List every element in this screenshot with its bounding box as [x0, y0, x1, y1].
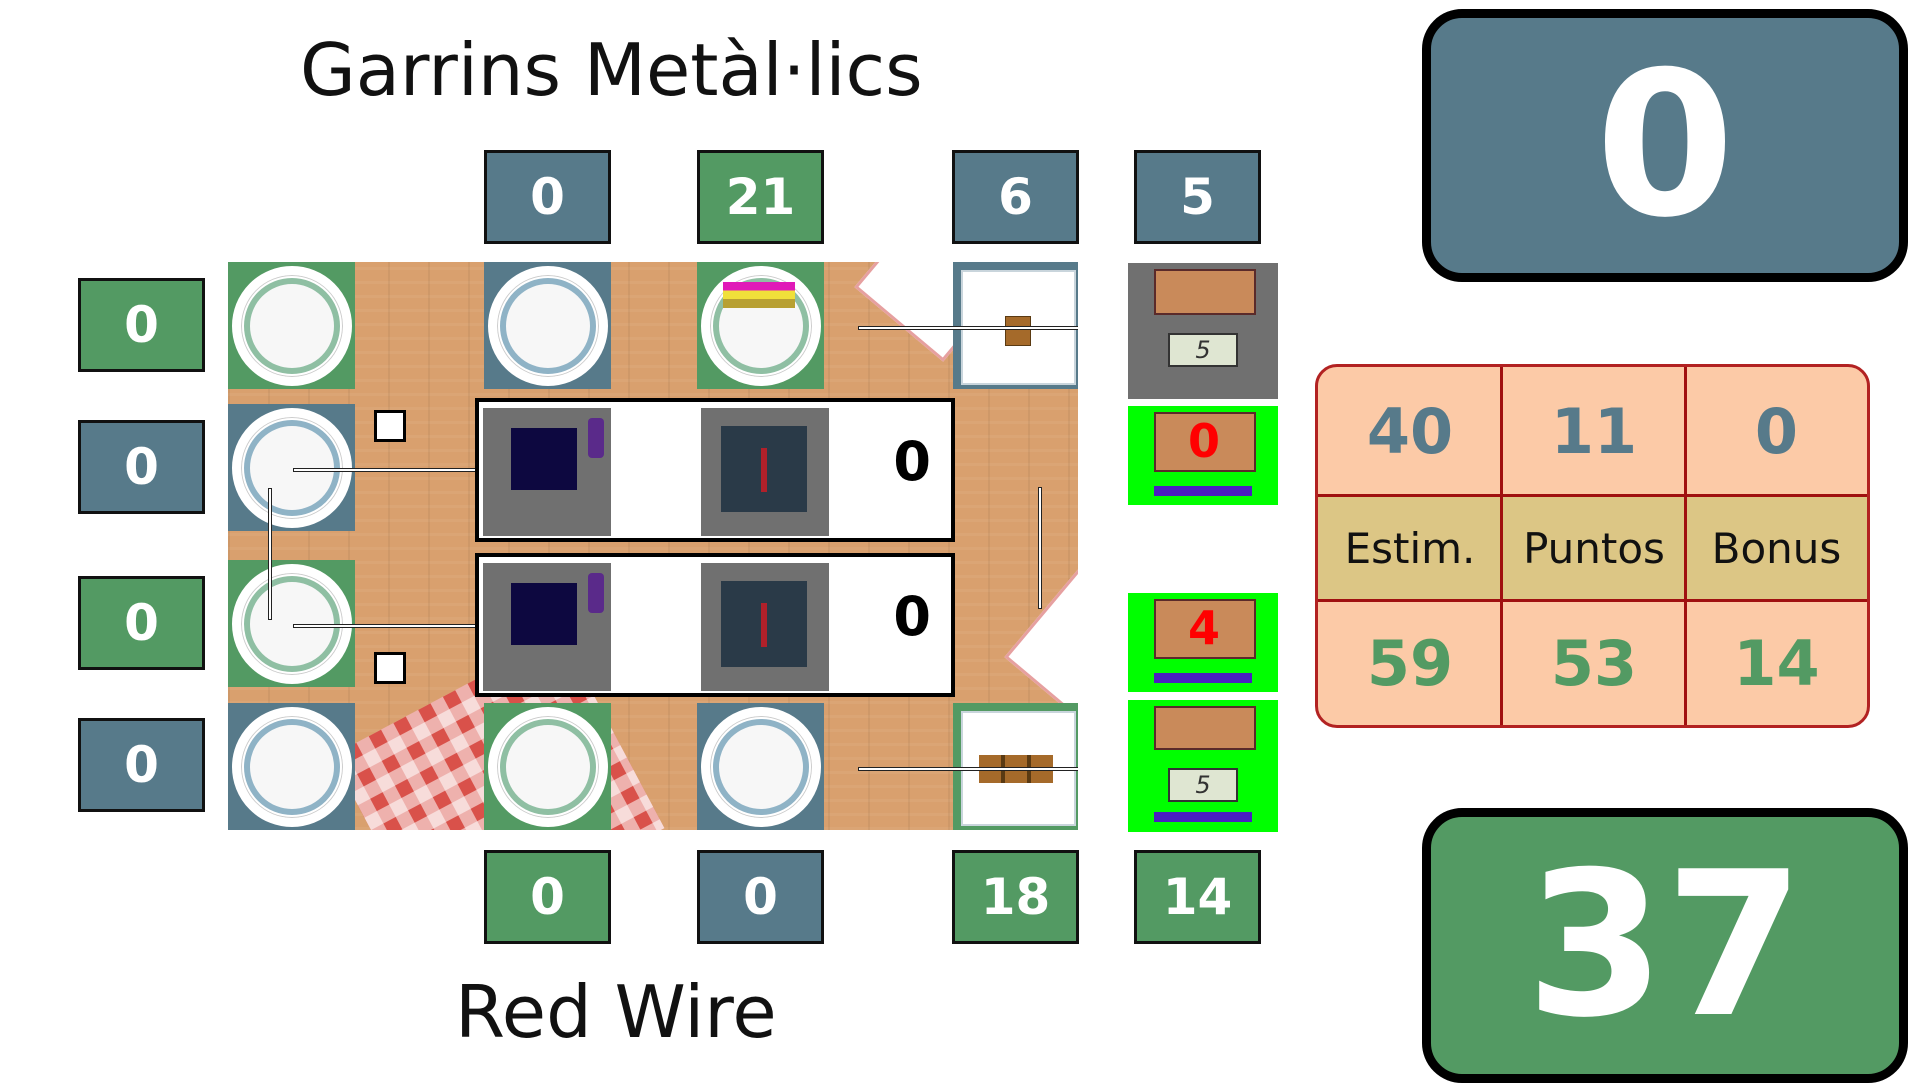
wire [293, 468, 480, 472]
table-divider [1684, 367, 1687, 725]
wire [1038, 487, 1042, 609]
basket-icon [1154, 412, 1256, 472]
table-bottom-puntos: 53 [1550, 626, 1638, 700]
table-divider [1318, 599, 1867, 602]
cake-plate-tile [697, 262, 824, 389]
top-total-score: 0 [1422, 9, 1908, 282]
top-score-col-4: 5 [1134, 150, 1261, 244]
plate-tile [484, 703, 611, 830]
plate [231, 706, 352, 827]
scale-lower-tile: 4 [1128, 593, 1278, 692]
scale-upper-value: 0 [1188, 414, 1221, 468]
wire [293, 624, 480, 628]
plate-tile [228, 703, 355, 830]
top-score-col-3: 6 [952, 150, 1079, 244]
top-score-col-2: 21 [697, 150, 824, 244]
plate-tile [228, 560, 355, 687]
scale-lower-value: 4 [1188, 601, 1221, 655]
wire [858, 767, 1078, 771]
table-bottom-bonus: 14 [1733, 626, 1820, 700]
score-table: 40 11 0 Estim. Puntos Bonus 59 53 14 [1315, 364, 1870, 728]
robot-opponent-icon [701, 408, 829, 536]
aruco-marker-icon [374, 652, 406, 684]
top-score-col-1: 0 [484, 150, 611, 244]
plate-tile [228, 404, 355, 531]
bottom-total-score: 37 [1422, 808, 1908, 1083]
plate-tile [228, 262, 355, 389]
left-score-row-3: 0 [78, 576, 205, 670]
plate [700, 706, 821, 827]
scale-bottom-display: 5 [1168, 768, 1238, 802]
table-top-puntos: 11 [1550, 395, 1638, 468]
left-score-row-4: 0 [78, 718, 205, 812]
wire [268, 488, 272, 620]
left-score-row-2: 0 [78, 420, 205, 514]
table-top-estim: 40 [1366, 395, 1454, 468]
table-label-estim: Estim. [1318, 496, 1502, 601]
plate [487, 265, 608, 386]
robot-icon [483, 563, 611, 691]
game-board [228, 262, 1078, 830]
scale-top-tile: 5 [1128, 263, 1278, 399]
team-name-top: Garrins Metàl·lics [300, 28, 923, 112]
robot-opponent-icon [701, 563, 829, 691]
robot-panel-row-2: 0 [475, 553, 955, 697]
table-bottom-estim: 59 [1366, 626, 1454, 700]
bottom-score-col-1: 0 [484, 850, 611, 944]
scale-top-display: 5 [1168, 333, 1238, 367]
plate [487, 706, 608, 827]
plate-tile [697, 703, 824, 830]
robot-count-row-2: 0 [893, 585, 931, 648]
robot-icon [483, 408, 611, 536]
wire [858, 326, 1078, 330]
cake-layer-icon [1005, 316, 1031, 346]
basket-icon [1154, 599, 1256, 659]
cake-layers-icon [723, 282, 795, 308]
basket-icon [1154, 269, 1256, 315]
scale-bottom-tile: 5 [1128, 700, 1278, 832]
cake-stack-tile [953, 703, 1078, 830]
left-score-row-1: 0 [78, 278, 205, 372]
scale-upper-tile: 0 [1128, 406, 1278, 505]
team-name-bottom: Red Wire [455, 970, 777, 1054]
bottom-score-col-2: 0 [697, 850, 824, 944]
robot-count-row-1: 0 [893, 430, 931, 493]
table-top-bonus: 0 [1754, 395, 1799, 468]
table-label-puntos: Puntos [1502, 496, 1686, 601]
table-divider [1500, 367, 1503, 725]
plate [231, 407, 352, 528]
bottom-score-col-3: 18 [952, 850, 1079, 944]
plate-tile [484, 262, 611, 389]
plate [231, 563, 352, 684]
table-label-bonus: Bonus [1686, 496, 1867, 601]
plate [231, 265, 352, 386]
robot-panel-row-1: 0 [475, 398, 955, 542]
basket-icon [1154, 706, 1256, 750]
bottom-score-col-4: 14 [1134, 850, 1261, 944]
table-divider [1318, 494, 1867, 497]
aruco-marker-icon [374, 410, 406, 442]
